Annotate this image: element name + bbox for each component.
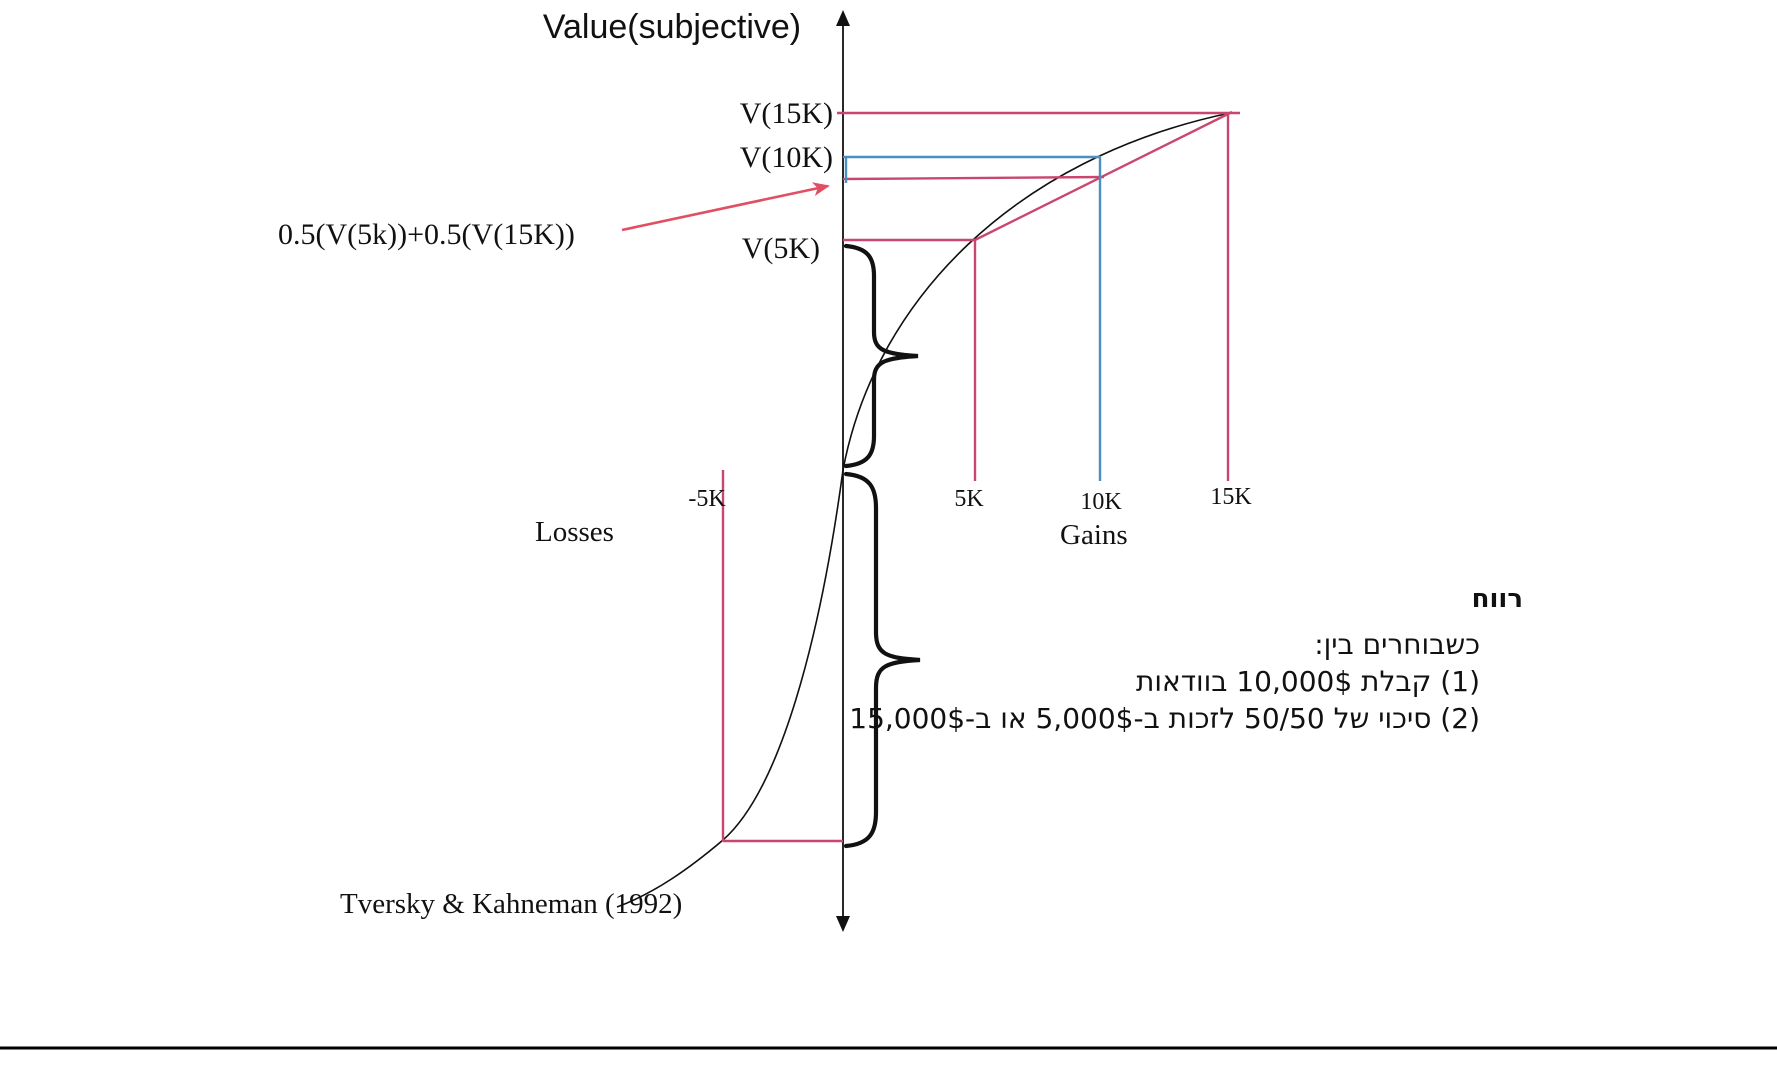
v15k-label: V(15K) xyxy=(740,97,833,130)
gain-value-brace-icon xyxy=(843,243,919,469)
gains-label: Gains xyxy=(1060,519,1128,551)
losses-label: Losses xyxy=(535,516,614,548)
note-line-option1: (1) קבלת 10,000$ בוודאות xyxy=(1135,665,1480,698)
note-line-option2: (2) סיכוי של 50/50 לזכות ב-5,000$ או ב-1… xyxy=(849,702,1480,735)
citation-label: Tversky & Kahneman (1992) xyxy=(340,888,682,920)
expected-value-label: 0.5(V(5k))+0.5(V(15K)) xyxy=(278,218,575,251)
v5k-label: V(5K) xyxy=(742,232,820,265)
note-line-choosing: כשבוחרים בין: xyxy=(1314,628,1480,661)
expected-value-horizontal-line xyxy=(842,175,1105,181)
value-curve-losses xyxy=(616,469,844,908)
tick-neg5k-label: -5K xyxy=(688,486,726,512)
tick-15k-label: 15K xyxy=(1210,484,1252,510)
note-heading: רווח xyxy=(1471,584,1523,614)
y-axis-up-arrow-icon xyxy=(836,10,850,26)
loss-value-brace-icon xyxy=(843,471,921,849)
tick-10k-label: 10K xyxy=(1080,489,1122,515)
y-axis-down-arrow-icon xyxy=(836,916,850,932)
tick-5k-label: 5K xyxy=(954,486,984,512)
v10k-label: V(10K) xyxy=(740,141,833,174)
expected-value-arrow-icon xyxy=(621,182,830,232)
hebrew-note-block: רווח כשבוחרים בין: (1) קבלת 10,000$ בווד… xyxy=(849,584,1523,737)
diagram-title: Value(subjective) xyxy=(543,8,801,46)
value-curve-gains xyxy=(842,112,1231,471)
